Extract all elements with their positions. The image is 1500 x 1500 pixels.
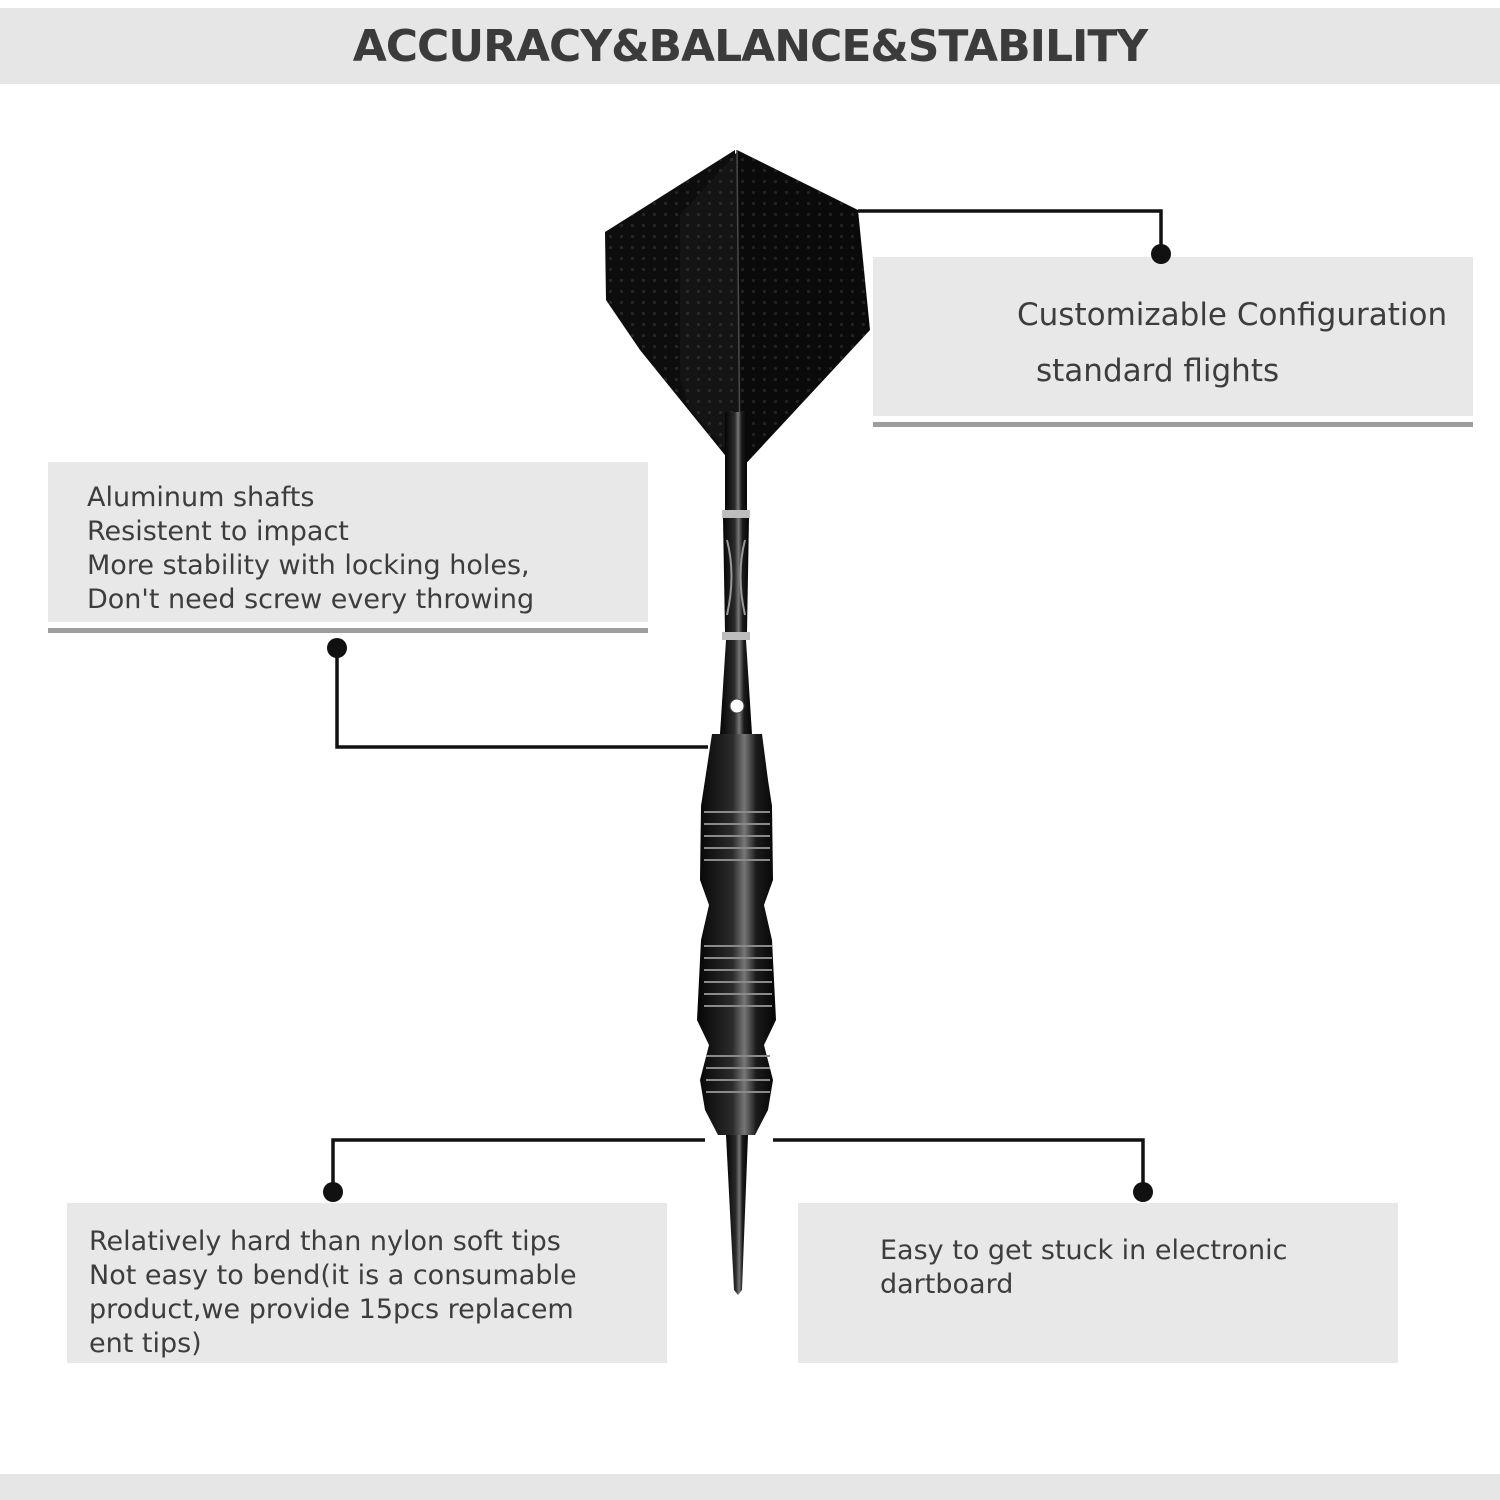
leader-lines (331, 209, 1163, 1191)
callout-flights-line-2: standard flights (1036, 353, 1280, 389)
barrel-icon (697, 734, 776, 1135)
leader-flights (858, 209, 1163, 253)
leader-flights-dot (1151, 244, 1171, 264)
callout-tips-line-4: ent tips) (89, 1328, 202, 1359)
callout-flights: Customizable Configuration standard flig… (873, 257, 1473, 416)
callout-shafts-line-4: Don't need screw every throwing (87, 584, 535, 615)
callout-flights-line-1: Customizable Configuration (1017, 297, 1448, 333)
callout-dartboard-line-2: dartboard (880, 1269, 1014, 1300)
leader-shafts-dot (327, 638, 347, 658)
callout-shafts: Aluminum shafts Resistent to impact More… (48, 462, 648, 622)
leader-tips-dot (323, 1182, 343, 1202)
title-banner: ACCURACY&BALANCE&STABILITY (0, 8, 1500, 84)
callout-tips: Relatively hard than nylon soft tips Not… (67, 1203, 667, 1363)
page-title: ACCURACY&BALANCE&STABILITY (352, 20, 1149, 72)
callout-shafts-line-3: More stability with locking holes, (87, 550, 530, 581)
leader-dartboard (773, 1138, 1145, 1191)
callout-tips-line-1: Relatively hard than nylon soft tips (89, 1226, 561, 1257)
callout-dartboard: Easy to get stuck in electronic dartboar… (798, 1203, 1398, 1363)
leader-shafts (335, 648, 708, 749)
flight-icon (605, 149, 870, 471)
tip-icon (726, 1135, 748, 1295)
callout-tips-line-3: product,we provide 15pcs replacem (89, 1294, 574, 1325)
bottom-strip (0, 1474, 1500, 1500)
leader-dartboard-dot (1133, 1182, 1153, 1202)
callout-dartboard-line-1: Easy to get stuck in electronic (880, 1235, 1288, 1266)
callout-shafts-underline (48, 628, 648, 633)
callout-shafts-line-1: Aluminum shafts (87, 482, 315, 513)
callout-shafts-line-2: Resistent to impact (87, 516, 349, 547)
leader-tips (331, 1138, 705, 1191)
callout-tips-line-2: Not easy to bend(it is a consumable (89, 1260, 577, 1291)
callout-flights-underline (873, 422, 1473, 427)
shaft-icon (720, 412, 752, 734)
